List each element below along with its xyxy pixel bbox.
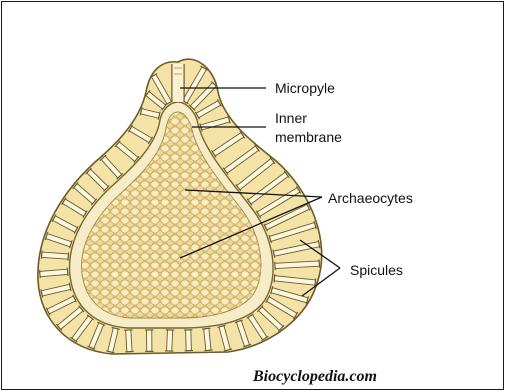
label-archaeocytes: Archaeocytes (328, 190, 413, 206)
spicule-disk (40, 270, 41, 278)
label-inner-membrane-line1: Inner (275, 110, 307, 126)
spicule (126, 330, 132, 352)
spicule (147, 330, 152, 351)
spicule (167, 330, 173, 351)
credit-text: Biocyclopedia.com (252, 368, 377, 385)
label-spicules: Spicules (350, 262, 403, 278)
spicule-disk (67, 268, 68, 276)
spicule-disk (68, 252, 69, 260)
label-micropyle: Micropyle (275, 80, 335, 96)
spicule-disk (41, 251, 42, 259)
micropyle-opening (172, 64, 184, 102)
spicule (186, 330, 192, 351)
label-inner-membrane-line2: membrane (275, 129, 342, 145)
